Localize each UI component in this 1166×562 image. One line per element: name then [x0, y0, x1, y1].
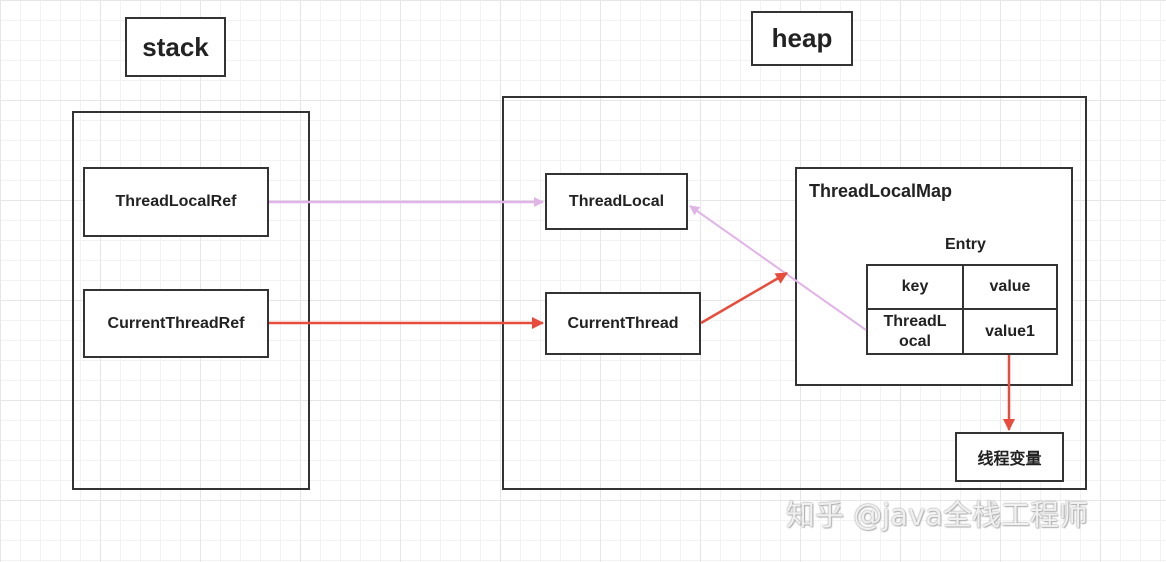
heap-container: [502, 96, 1087, 490]
current-thread-ref-node: CurrentThreadRef: [83, 289, 269, 358]
thread-local-ref-node: ThreadLocalRef: [83, 167, 269, 237]
entry-key-cell: ThreadL ocal: [866, 308, 964, 355]
entry-value-cell: value1: [962, 308, 1058, 355]
stack-container: [72, 111, 310, 490]
thread-variable-node: 线程变量: [955, 432, 1064, 482]
watermark-text: 知乎 @java全栈工程师: [786, 498, 1088, 532]
stack-title: stack: [125, 17, 226, 77]
current-thread-node: CurrentThread: [545, 292, 701, 355]
thread-local-node: ThreadLocal: [545, 173, 688, 230]
entry-label: Entry: [945, 236, 986, 253]
entry-value-header: value: [962, 264, 1058, 310]
heap-title: heap: [751, 11, 853, 66]
thread-local-map-title: ThreadLocalMap: [809, 181, 953, 201]
entry-key-header: key: [866, 264, 964, 310]
